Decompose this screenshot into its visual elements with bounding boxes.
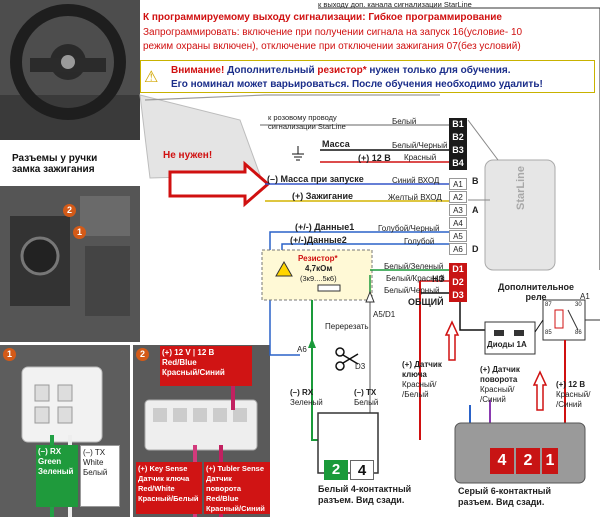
- 12v-label-box: (+) 12 V | 12 В Red/Blue Красный/Синий: [160, 346, 252, 386]
- side-b-label: B: [472, 176, 479, 186]
- b4-color-label: Красный: [404, 153, 437, 162]
- pin-d2: D2: [449, 276, 467, 289]
- cut-label: Перерезать: [325, 322, 369, 331]
- relay-30-label: 30: [575, 302, 582, 308]
- tubler-sense-label-box: (+) Tubler Sense Датчик поворота Red/Blu…: [204, 462, 270, 514]
- tx-label: (–) TX Белый: [354, 388, 379, 407]
- pin-d1: D1: [449, 263, 467, 276]
- plus12-right-label: (+) 12 В Красный/ /Синий: [556, 380, 591, 409]
- pin-b4: B4: [449, 157, 467, 170]
- top-channel-label: к выходу доп. канала сигнализации StarLi…: [318, 0, 472, 9]
- resistor-range: (3к9....5к6): [300, 274, 337, 283]
- pin-a2: A2: [449, 191, 467, 203]
- warning-line-2: Его номинал может варьироваться. После о…: [171, 79, 543, 90]
- starline-wire-label: к розовому проводу сигнализации StarLine: [268, 113, 346, 131]
- pin-a1: A1: [449, 178, 467, 190]
- a2-color-label: Желтый ВХОД: [388, 193, 442, 202]
- starline-unit: [484, 159, 556, 271]
- rx-label-box: (–) RX Green Зеленый: [36, 445, 78, 507]
- nz-label: НЗ: [432, 274, 445, 284]
- header-line-2: Запрограммировать: включение при получен…: [143, 27, 523, 38]
- photo-number-2: 2: [63, 204, 76, 217]
- data1-color-label: Голубой/Черный: [378, 224, 440, 233]
- diodes-box: [484, 321, 536, 355]
- warning-box: ⚠ Внимание! Дополнительный резистор* нуж…: [140, 60, 595, 93]
- relay-a1-label: A1: [580, 292, 590, 301]
- warning-icon: ⚠: [144, 69, 159, 86]
- pin-a5: A5: [449, 230, 467, 242]
- plus12-label: (+) 12 В: [358, 153, 391, 163]
- relay-86-label: 86: [575, 330, 582, 336]
- warning-line-1: Внимание! Дополнительный резистор* нужен…: [171, 65, 511, 76]
- photo-number-1b: 1: [3, 348, 16, 361]
- b3-color-label: Белый/Черный: [392, 141, 448, 150]
- photo-number-1: 1: [73, 226, 86, 239]
- white-conn-pin-4: 4: [350, 460, 374, 480]
- gray-conn-pin-4: 4: [490, 448, 514, 474]
- connectors-caption: Разъемы у ручки замка зажигания: [12, 153, 98, 175]
- steering-wheel-graphic: [0, 0, 140, 140]
- data2-label: (+/-)Данные2: [290, 235, 347, 245]
- starline-brand: StarLine: [515, 165, 527, 210]
- a6-label: A6: [297, 345, 307, 354]
- resistor-value: 4,7кОм: [305, 264, 333, 273]
- pin-d3: D3: [449, 289, 467, 302]
- not-needed-label: Не нужен!: [163, 150, 213, 161]
- a5d1-label: A5/D1: [373, 310, 396, 319]
- pin-b3: B3: [449, 144, 467, 157]
- side-d-label: D: [472, 244, 479, 254]
- pin-a6: A6: [449, 243, 467, 255]
- d3-color-label: Белый/Черный: [384, 286, 440, 295]
- pin-a4: A4: [449, 217, 467, 229]
- key-sense-label-box: (+) Key Sense Датчик ключа Red/White Кра…: [136, 462, 202, 514]
- turn-sensor-label: (+) Датчик поворота Красный/ /Синий: [480, 365, 520, 404]
- relay-caption: Дополнительное реле: [498, 282, 575, 302]
- a1-color-label: Синий ВХОД: [392, 176, 440, 185]
- tx-label-box: (–) TX White Белый: [80, 445, 120, 507]
- pin-a3: A3: [449, 204, 467, 216]
- ignition-lock-graphic: [0, 186, 140, 342]
- d1-color-label: Белый/Зеленый: [384, 262, 444, 271]
- wire-a6: [281, 243, 449, 250]
- gray-conn-pin-2: 2: [516, 448, 540, 474]
- white-connector-caption: Белый 4-контактный разъем. Вид сзади.: [318, 484, 412, 505]
- rx-label: (–) RX Зеленый: [290, 388, 323, 407]
- not-needed-arrow: [168, 160, 271, 208]
- gray-conn-pin-1: 1: [542, 448, 558, 474]
- d3-label: D3: [355, 362, 366, 371]
- steering-wheel-photo: [0, 0, 140, 140]
- header-line-3: режим охраны включен), отключение при от…: [143, 41, 521, 52]
- gray-connector-caption: Серый 6-контактный разъем. Вид сзади.: [458, 486, 552, 507]
- diodes-label: Диоды 1А: [487, 340, 527, 349]
- ignition-label: (+) Зажигание: [292, 191, 354, 201]
- pin-b1: B1: [449, 118, 467, 131]
- relay-85-label: 85: [545, 330, 552, 336]
- resistor-title: Резистор*: [298, 254, 338, 263]
- pin-b2: B2: [449, 131, 467, 144]
- up-arrow-1: [444, 320, 460, 361]
- ground-start-label: (–) Масса при запуске: [267, 174, 364, 184]
- d2-color-label: Белый/Красный: [386, 274, 445, 283]
- data1-label: (+/-) Данные1: [295, 222, 355, 232]
- relay-87-label: 87: [545, 302, 552, 308]
- pointer-shape: [139, 94, 261, 179]
- up-arrow-2: [532, 370, 548, 411]
- resistor-symbol: [317, 284, 341, 292]
- photo-number-2b: 2: [136, 348, 149, 361]
- header-line-1: К программируемому выходу сигнализации: …: [143, 12, 502, 23]
- scissors-icon: [335, 347, 359, 371]
- ground-symbol: [292, 146, 304, 161]
- common-label: ОБЩИЙ: [408, 297, 444, 307]
- white-conn-pin-2: 2: [324, 460, 348, 480]
- side-a-label: A: [472, 205, 479, 215]
- data2-color-label: Голубой: [404, 237, 435, 246]
- ground-label: Масса: [322, 139, 350, 149]
- key-sensor-label: (+) Датчик ключа Красный/ /Белый: [402, 360, 442, 399]
- b1-color-label: Белый: [392, 117, 417, 126]
